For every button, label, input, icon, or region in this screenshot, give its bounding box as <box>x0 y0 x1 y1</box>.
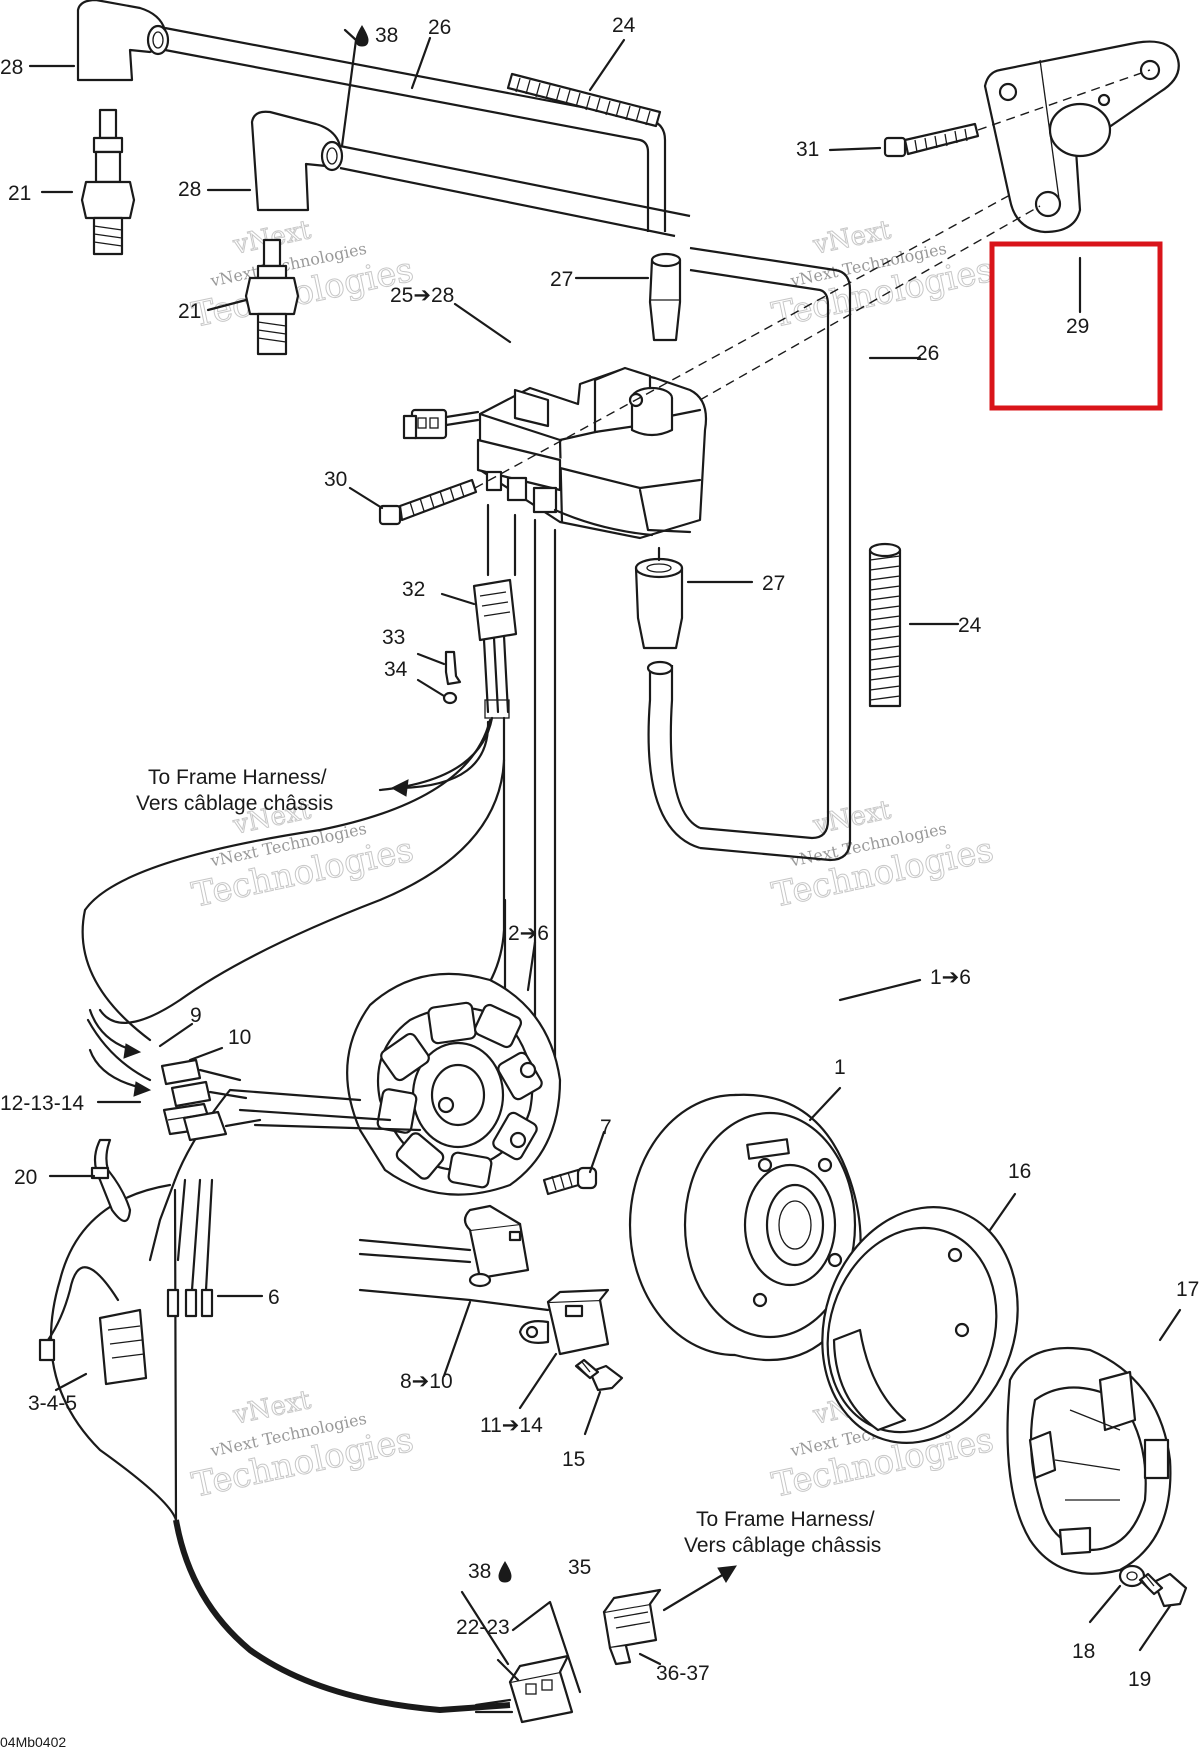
callout-29: 29 <box>1066 315 1089 338</box>
callout-30: 30 <box>324 468 347 491</box>
callout-7: 7 <box>600 1116 612 1139</box>
washer-18 <box>1118 1564 1146 1588</box>
wire-boot-upper <box>648 252 682 342</box>
callout-26-top: 26 <box>428 16 451 39</box>
frame-harness-arrow-upper <box>390 720 490 797</box>
frame-harness-arrow-lower <box>662 1565 737 1612</box>
spark-plug-right <box>244 238 300 356</box>
callout-38-bottom: 38 <box>468 1560 491 1583</box>
connector-9-10 <box>160 1058 248 1108</box>
connector-3-4-5 <box>38 1266 148 1386</box>
wire-terminals-6 <box>166 1288 214 1318</box>
note-frame-harness-upper: To Frame Harness/ Vers câblage châssis <box>136 766 333 815</box>
ignition-coil-bracket <box>983 40 1180 234</box>
callout-32: 32 <box>402 578 425 601</box>
svg-text:To Frame Harness/: To Frame Harness/ <box>148 766 327 789</box>
droplet-icon <box>498 1561 512 1583</box>
callout-1-6: 1➔6 <box>930 966 971 989</box>
spring-sleeve-right <box>868 542 902 708</box>
callout-16: 16 <box>1008 1160 1031 1183</box>
svg-text:To Frame Harness/: To Frame Harness/ <box>696 1508 875 1531</box>
harness-leader-arrows <box>88 1008 152 1097</box>
spring-sleeve-top <box>506 72 662 128</box>
tie-wrap-20 <box>90 1138 132 1223</box>
callout-18: 18 <box>1072 1640 1095 1663</box>
high-tension-wire-right <box>647 246 852 862</box>
watermark-5: vNext vNext Technologies Technologies <box>188 1385 417 1507</box>
connector-22-23 <box>474 1654 574 1724</box>
stator <box>346 972 562 1196</box>
callout-1: 1 <box>834 1056 846 1079</box>
callout-33: 33 <box>382 626 405 649</box>
sensor-11-14 <box>358 1288 610 1356</box>
callout-31: 31 <box>796 138 819 161</box>
callout-11-14: 11➔14 <box>480 1414 543 1437</box>
callout-12-13-14: 12-13-14 <box>0 1092 84 1115</box>
spark-plug-cap-left <box>76 0 170 82</box>
callout-27-upper: 27 <box>550 268 573 291</box>
watermark-2: vNext vNext Technologies Technologies <box>768 215 997 337</box>
callout-2-6: 2➔6 <box>508 922 549 945</box>
callout-6: 6 <box>268 1286 280 1309</box>
coil-mount-screw-30 <box>378 478 478 526</box>
drawing-code: 04Mb0402 <box>0 1734 66 1750</box>
watermark-1: vNext vNext Technologies Technologies <box>188 215 417 337</box>
spark-plug-left <box>80 108 136 256</box>
callout-38-top: 38 <box>375 24 398 47</box>
terminal-33 <box>444 650 462 686</box>
spark-plug-cap-right <box>250 28 358 212</box>
coil-mount-axis-lines <box>474 69 1151 489</box>
callout-35: 35 <box>568 1556 591 1579</box>
connector-12-13-14 <box>162 1102 262 1142</box>
droplet-icon <box>355 25 369 47</box>
thick-harness-cable <box>173 1519 511 1714</box>
callout-8-10: 8➔10 <box>400 1370 453 1393</box>
callout-19: 19 <box>1128 1668 1151 1691</box>
callout-21-right: 21 <box>178 300 201 323</box>
coil-connector-housing <box>472 578 518 719</box>
watermark-4: vNext vNext Technologies Technologies <box>768 795 997 917</box>
sensor-screw-15 <box>574 1358 624 1392</box>
callout-28-right: 28 <box>178 178 201 201</box>
starter-cover-17 <box>1006 1346 1172 1575</box>
starter-pulley-16 <box>821 1206 1019 1444</box>
callout-9: 9 <box>190 1004 202 1027</box>
callout-34: 34 <box>384 658 408 681</box>
stator-screw-7 <box>542 1166 598 1196</box>
callout-21-left: 21 <box>8 182 31 205</box>
callout-10: 10 <box>228 1026 251 1049</box>
wire-boot-lower <box>634 546 684 676</box>
callout-27-lower: 27 <box>762 572 785 595</box>
callout-36-37: 36-37 <box>656 1662 710 1685</box>
coil-lead-connector <box>402 408 480 440</box>
svg-text:Vers câblage châssis: Vers câblage châssis <box>684 1534 881 1557</box>
callout-22-23: 22-23 <box>456 1616 510 1639</box>
terminal-seal-34 <box>442 691 458 705</box>
callout-24-right: 24 <box>958 614 982 637</box>
ignition-coil <box>476 366 708 540</box>
callout-26-right: 26 <box>916 342 939 365</box>
callout-24-top: 24 <box>612 14 636 37</box>
callout-17: 17 <box>1176 1278 1199 1301</box>
note-frame-harness-lower: To Frame Harness/ Vers câblage châssis <box>684 1508 881 1557</box>
svg-text:Vers câblage châssis: Vers câblage châssis <box>136 792 333 815</box>
callout-15: 15 <box>562 1448 585 1471</box>
callout-labels: 28 21 28 21 38 26 24 27 25➔28 31 26 29 3… <box>0 14 1199 1691</box>
bracket-screw-31 <box>883 122 980 158</box>
highlight-box-29 <box>989 241 1163 411</box>
callout-28-left: 28 <box>0 56 23 79</box>
harness-loop-left <box>81 718 507 1082</box>
stator-coils <box>376 1001 543 1189</box>
callout-20: 20 <box>14 1166 37 1189</box>
callout-25-28: 25➔28 <box>390 284 454 307</box>
bolt-19 <box>1138 1572 1188 1608</box>
trigger-coil-8-10 <box>358 1204 530 1288</box>
stator-wire-harness <box>49 1088 422 1522</box>
callout-3-4-5: 3-4-5 <box>28 1392 77 1415</box>
leader-lines <box>28 36 1182 1694</box>
connector-35 <box>602 1588 662 1666</box>
